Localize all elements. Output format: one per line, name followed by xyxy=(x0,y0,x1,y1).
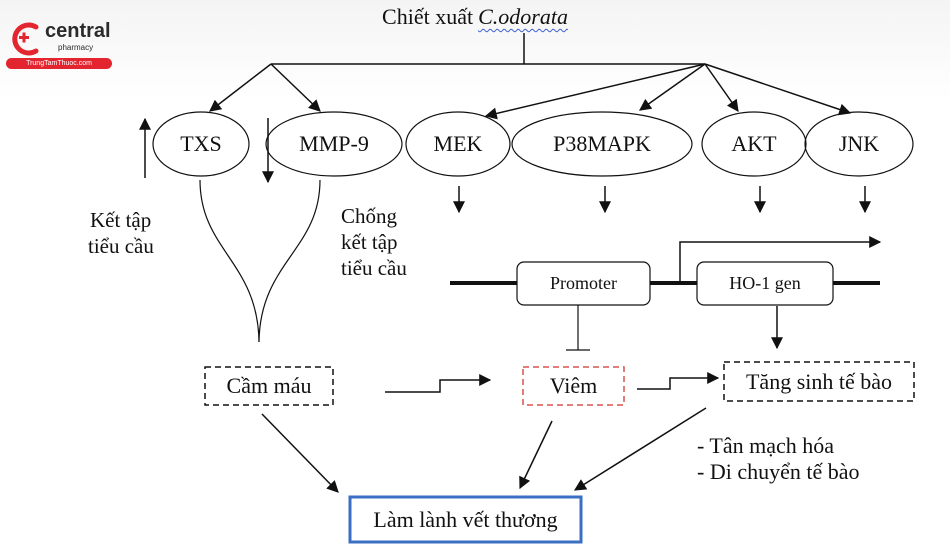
transcription-start-arrow xyxy=(679,236,882,283)
arrow-to-txs xyxy=(209,63,272,112)
proliferation-to-healing-arrow xyxy=(573,407,707,491)
inflammation-box xyxy=(522,366,625,406)
wound-healing-box xyxy=(348,495,583,544)
arrow-to-jnk xyxy=(704,63,852,116)
brand-logo-icon xyxy=(12,22,39,56)
brand-tagline: pharmacy xyxy=(58,43,94,52)
arrow-to-akt xyxy=(704,63,739,112)
arrow-to-mek xyxy=(484,63,706,120)
proliferation-box xyxy=(723,361,915,402)
anti-aggregation-label-line3: tiểu cầu xyxy=(341,256,407,280)
inflammation-to-proliferation-arrow xyxy=(637,372,720,390)
hemostasis-label: Cầm máu xyxy=(226,373,312,398)
p38mapk-node xyxy=(511,111,693,177)
arrow-to-p38mapk xyxy=(639,63,706,111)
anti-aggregation-label-line1: Chống xyxy=(341,204,398,228)
mek-node xyxy=(405,111,511,177)
brand-name: central xyxy=(45,20,111,42)
txs-converge-curve xyxy=(199,179,260,343)
extract-title-prefix: Chiết xuất xyxy=(382,4,474,29)
extract-title-species: C.odorata xyxy=(478,4,568,29)
aggregation-label-line2: tiểu cầu xyxy=(88,234,154,258)
txs-label: TXS xyxy=(180,131,222,156)
inflammation-to-healing-arrow xyxy=(519,420,553,490)
mmp9-node xyxy=(265,111,403,177)
akt-label: AKT xyxy=(731,131,777,156)
p38mapk-label: P38MAPK xyxy=(553,131,651,156)
angiogenesis-label: - Tân mạch hóa xyxy=(697,433,835,458)
mek-label: MEK xyxy=(433,131,483,156)
promoter-label: Promoter xyxy=(550,273,617,293)
jnk-node xyxy=(804,111,914,177)
hemostasis-box xyxy=(204,366,334,406)
aggregation-label-line1: Kết tập xyxy=(90,208,152,232)
ho1-gene-box xyxy=(696,261,834,306)
brand-logo: central pharmacy TrungTamThuoc.com xyxy=(6,19,116,71)
mmp9-label: MMP-9 xyxy=(299,131,369,156)
promoter-box xyxy=(516,261,651,306)
migration-label: - Di chuyển tế bào xyxy=(697,459,860,484)
brand-url: TrungTamThuoc.com xyxy=(6,58,112,69)
hemostasis-to-healing-arrow xyxy=(261,413,339,493)
anti-aggregation-label-line2: kết tập xyxy=(341,230,398,254)
mmp9-converge-curve xyxy=(258,179,321,343)
arrow-to-mmp9 xyxy=(270,63,321,112)
ho1-gene-label: HO-1 gen xyxy=(729,273,801,293)
proliferation-label: Tăng sinh tế bào xyxy=(745,368,893,394)
wound-healing-label: Làm lành vết thương xyxy=(373,506,558,532)
akt-node xyxy=(701,111,807,177)
txs-node xyxy=(152,111,250,177)
inflammation-label: Viêm xyxy=(549,373,598,398)
jnk-label: JNK xyxy=(838,131,880,156)
hemostasis-to-inflammation-arrow xyxy=(385,374,492,393)
